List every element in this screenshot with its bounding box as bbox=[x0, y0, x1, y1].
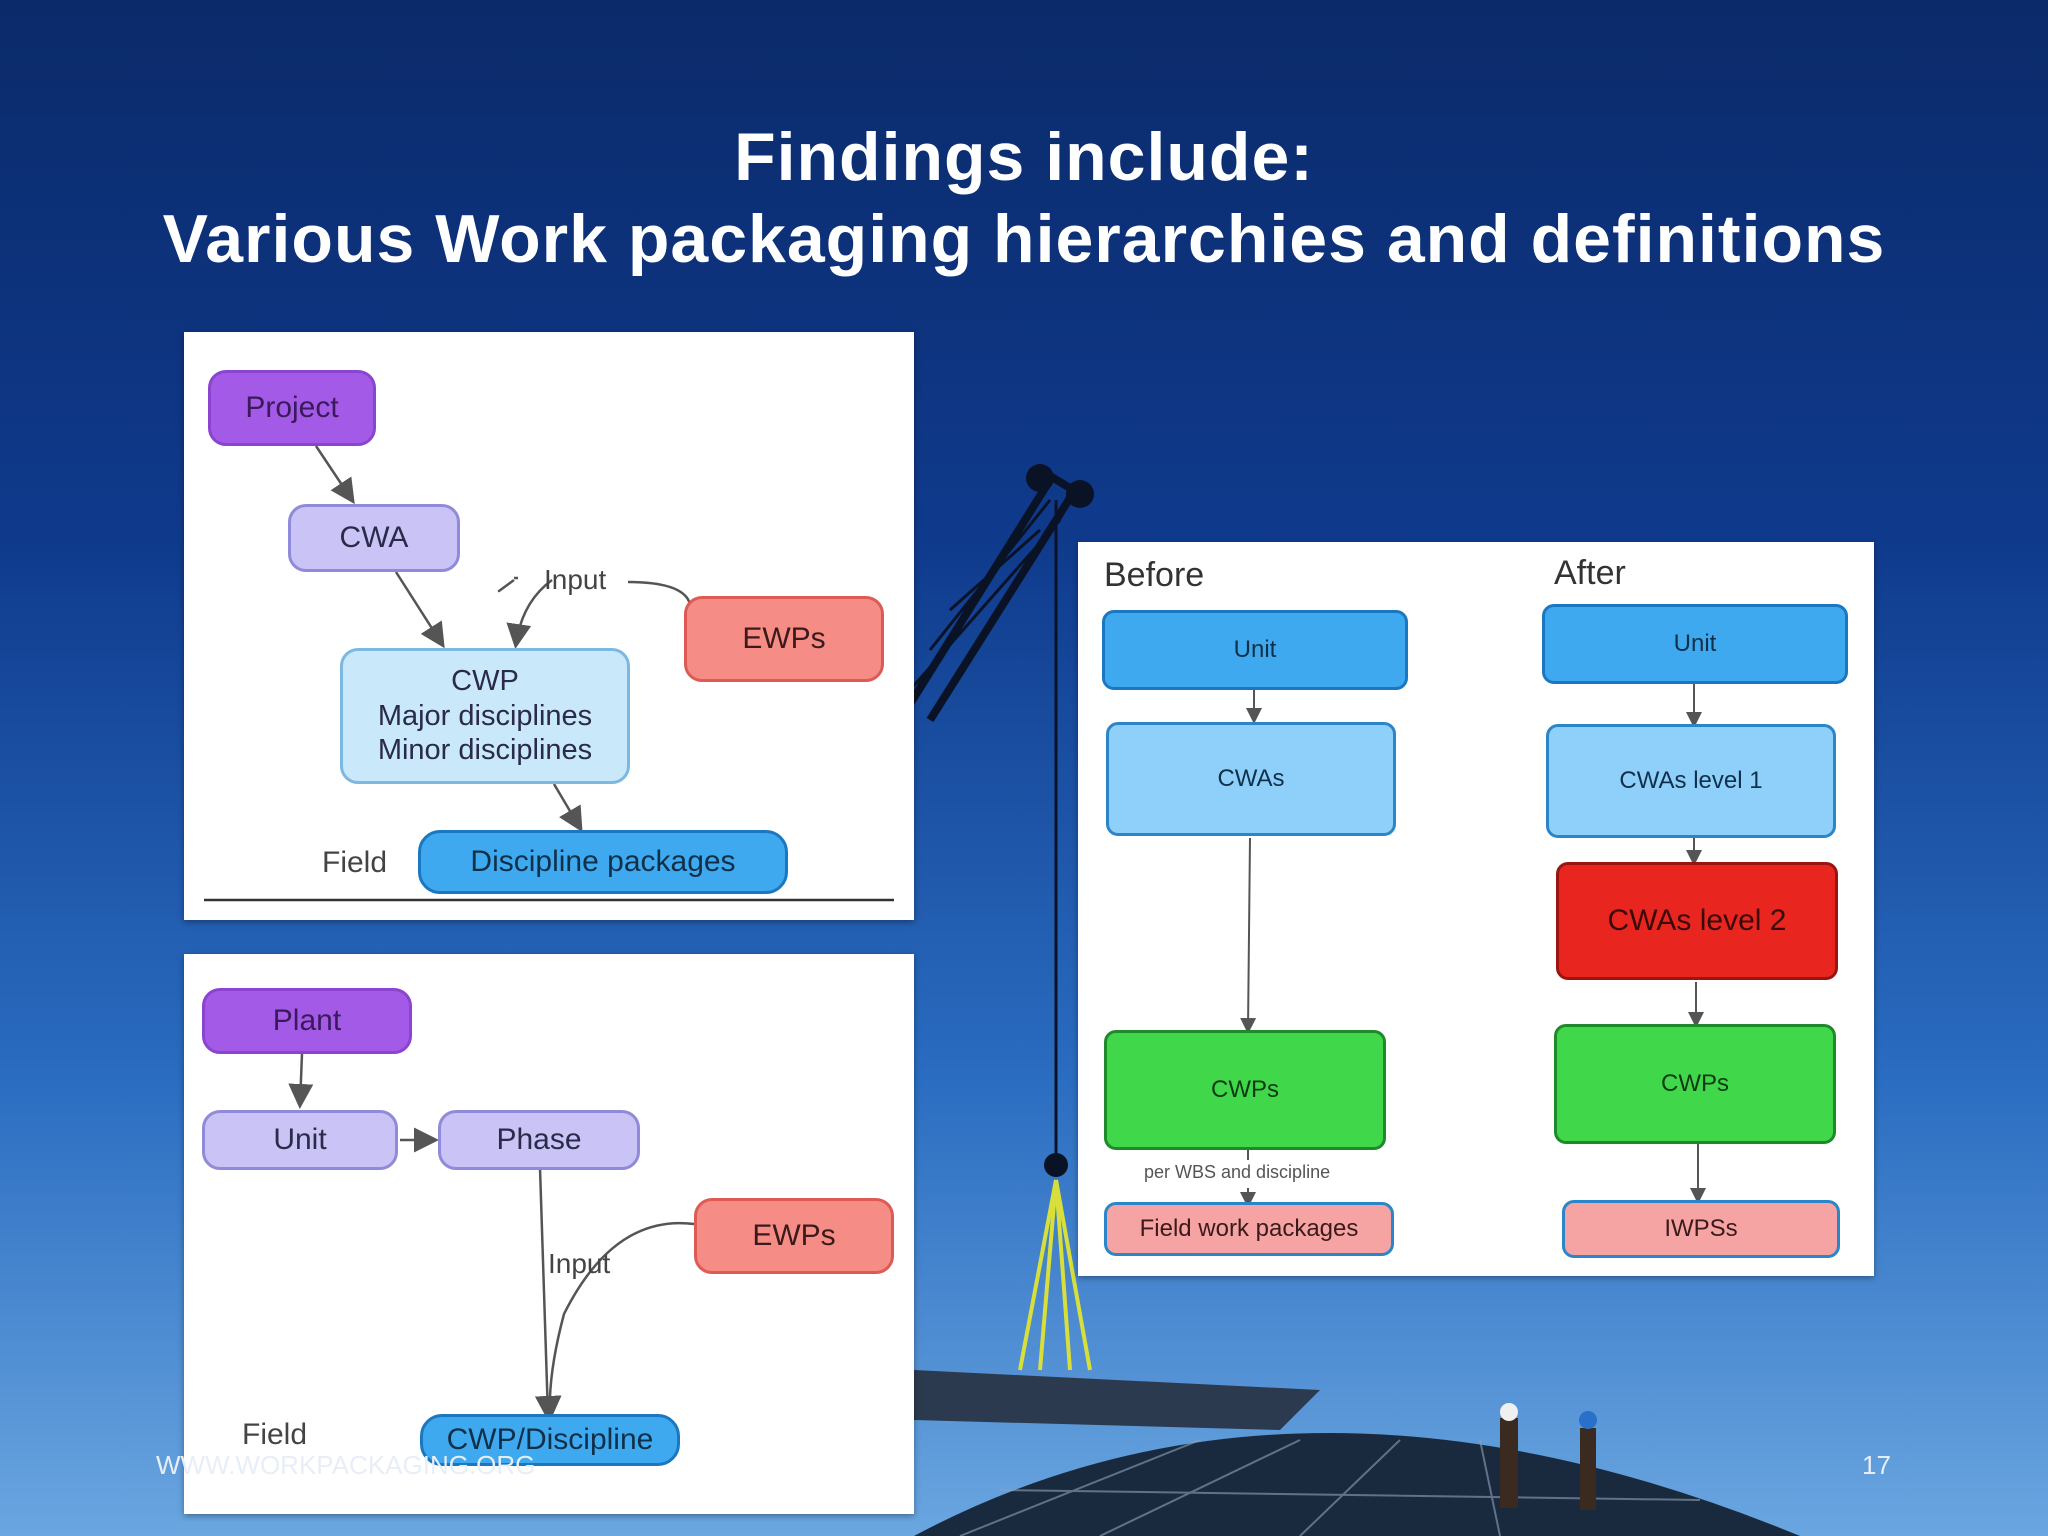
before-cwas-node: CWAs bbox=[1106, 722, 1396, 836]
before-unit-node: Unit bbox=[1102, 610, 1408, 690]
cwp-node: CWP Major disciplines Minor disciplines bbox=[340, 648, 630, 784]
ewps-node: EWPs bbox=[684, 596, 884, 682]
slide-title-line-2: Various Work packaging hierarchies and d… bbox=[162, 201, 1886, 277]
cwa-node: CWA bbox=[288, 504, 460, 572]
input-label: Input bbox=[548, 1248, 611, 1279]
before-field-work-packages-node: Field work packages bbox=[1104, 1202, 1394, 1256]
diagram-a-connectors bbox=[204, 445, 894, 902]
hierarchy-diagram-a: Project CWA Input EWPs CWP Major discipl… bbox=[184, 332, 914, 920]
field-label: Field bbox=[242, 1418, 308, 1451]
before-heading: Before bbox=[1104, 556, 1205, 594]
diagram-b-connectors bbox=[288, 1053, 695, 1421]
discipline-packages-node: Discipline packages bbox=[418, 830, 788, 894]
before-after-diagram: Before After Unit CWAs CWPs per WBS and … bbox=[1078, 542, 1874, 1276]
page-number: 17 bbox=[1862, 1450, 1891, 1480]
after-cwas-level2-node: CWAs level 2 bbox=[1556, 862, 1838, 980]
phase-node: Phase bbox=[438, 1110, 640, 1170]
after-heading: After bbox=[1554, 554, 1626, 592]
slide-title-line-1: Findings include: bbox=[734, 119, 1314, 195]
after-cwas-level1-node: CWAs level 1 bbox=[1546, 724, 1836, 838]
input-label: Input bbox=[544, 564, 607, 595]
hierarchy-diagram-b: Plant Unit Phase EWPs Input Field CWP/Di… bbox=[184, 954, 914, 1514]
ewps-node: EWPs bbox=[694, 1198, 894, 1274]
before-per-wbs-note: per WBS and discipline bbox=[1144, 1162, 1331, 1182]
after-cwps-node: CWPs bbox=[1554, 1024, 1836, 1144]
before-after-connectors bbox=[1240, 684, 1706, 1208]
field-label: Field bbox=[322, 846, 388, 879]
after-unit-node: Unit bbox=[1542, 604, 1848, 684]
unit-node: Unit bbox=[202, 1110, 398, 1170]
plant-node: Plant bbox=[202, 988, 412, 1054]
project-node: Project bbox=[208, 370, 376, 446]
after-iwpss-node: IWPSs bbox=[1562, 1200, 1840, 1258]
before-cwps-node: CWPs bbox=[1104, 1030, 1386, 1150]
footer-website: WWW.WORKPACKAGING.ORG bbox=[156, 1450, 536, 1480]
cwp-discipline-node: CWP/Discipline bbox=[420, 1414, 680, 1466]
